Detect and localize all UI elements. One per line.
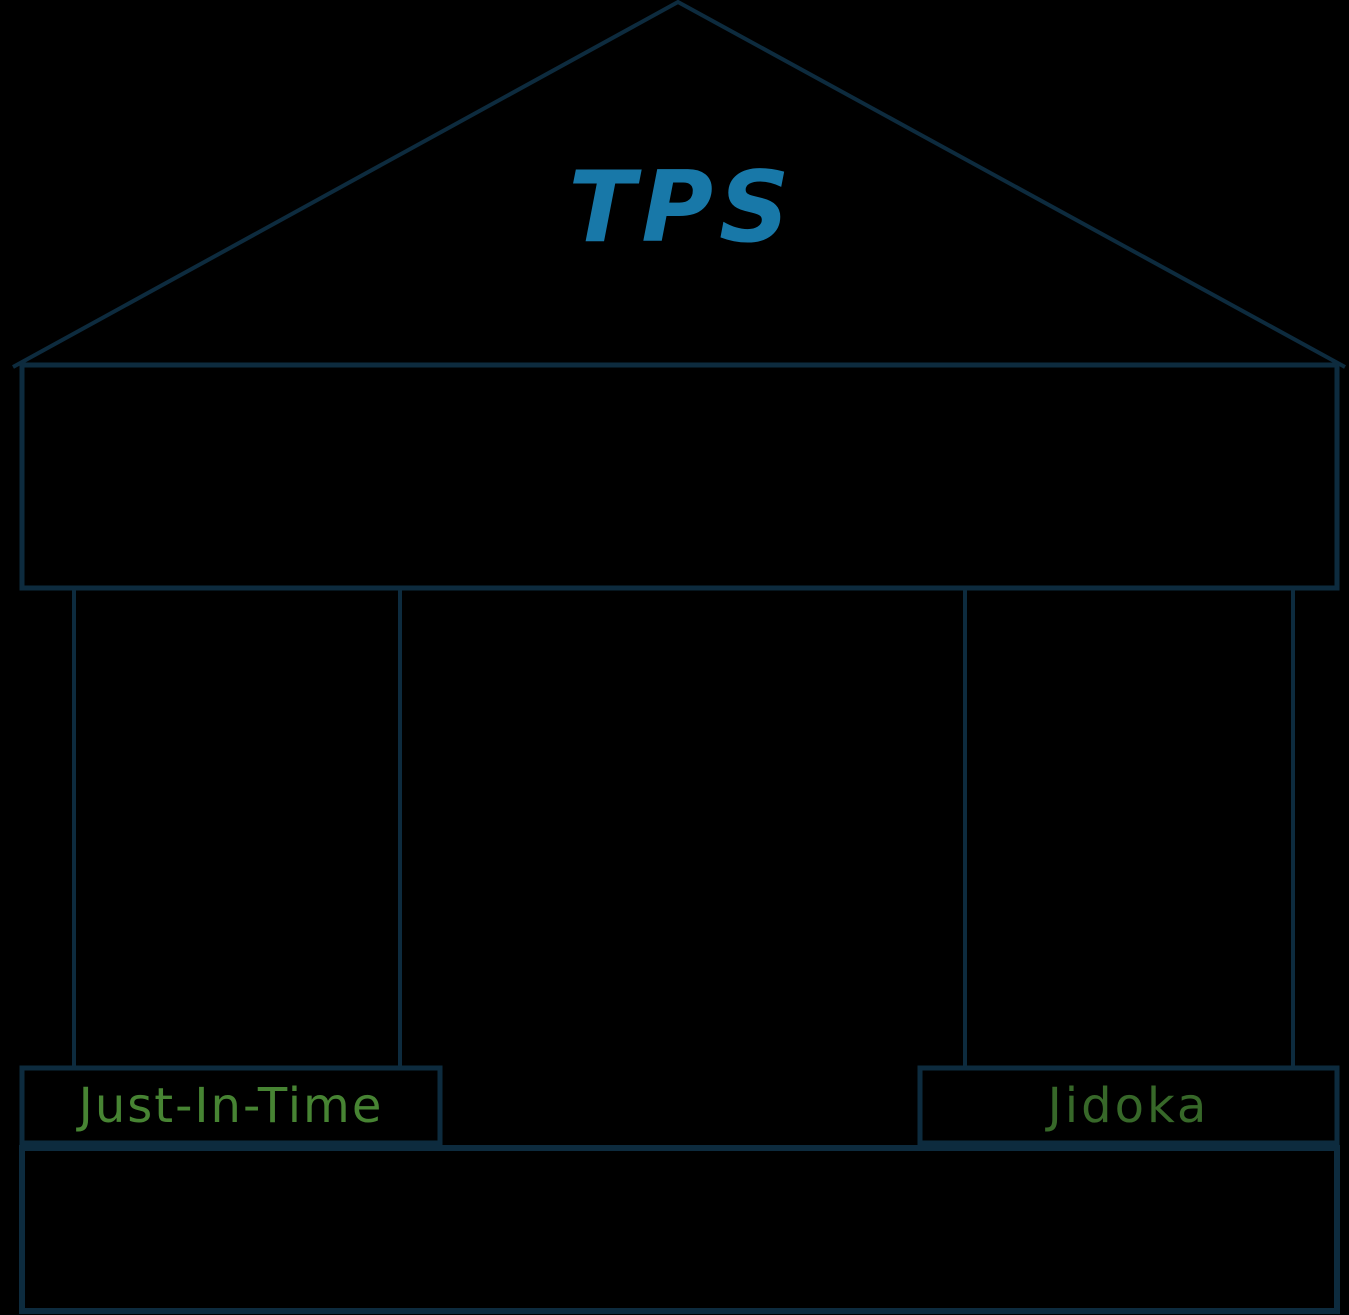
just-in-time-box xyxy=(19,1065,443,1146)
jidoka-box xyxy=(917,1065,1340,1146)
roof-triangle xyxy=(12,0,1346,369)
right-pillar-label: Jidoka xyxy=(1047,1077,1210,1134)
tps-title: TPS xyxy=(568,151,796,265)
left-pillar-label: Just-In-Time xyxy=(78,1077,384,1134)
foundation-box xyxy=(19,1145,1340,1314)
beam-box xyxy=(19,362,1340,591)
